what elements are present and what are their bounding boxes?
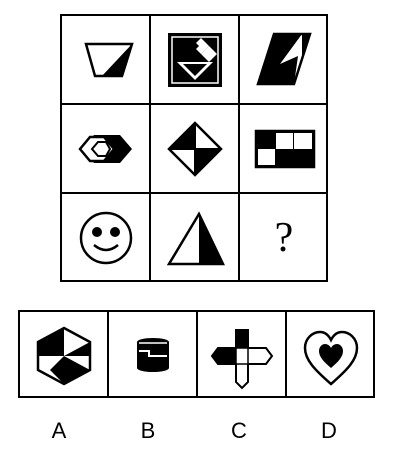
cell-r3c1 [62,194,150,282]
checker-rectangle-icon [254,129,316,169]
cell-r3c2 [151,194,239,282]
cross-shape-icon [210,329,274,390]
smiley-face-icon [79,211,133,265]
option-label-d: D [321,418,337,443]
cell-r3c3: ? [240,194,328,282]
option-b[interactable] [109,312,197,400]
grid-divider [62,192,326,194]
heart-icon [303,330,359,386]
question-mark: ? [274,215,294,261]
option-a[interactable] [20,312,108,400]
cell-r2c1 [62,105,150,193]
cell-r1c2 [151,16,239,104]
option-d[interactable] [287,312,375,400]
option-label-c: C [231,418,247,443]
option-c[interactable] [198,312,286,400]
answer-options [18,310,375,398]
option-label-a: A [51,418,67,443]
diamond-quadrants-icon [167,121,223,177]
cell-r1c3 [240,16,328,104]
trapezoid-half-shaded-icon [84,42,134,78]
triangle-half-shaded-icon [166,211,225,266]
puzzle-grid: ? [60,14,328,282]
option-divider [196,312,198,396]
parallelogram-zigzag-icon [256,32,312,86]
cell-r2c2 [151,105,239,193]
cylinder-icon [137,338,169,372]
grid-divider [238,16,240,280]
square-diamond-pattern-icon [168,33,222,87]
grid-divider [62,103,326,105]
cell-r2c3 [240,105,328,193]
hexagon-cube-icon [36,326,92,386]
grid-divider [149,16,151,280]
option-divider [285,312,287,396]
option-divider [107,312,109,396]
cell-r1c1 [62,16,150,104]
option-label-b: B [140,418,156,443]
nested-hexagons-icon [78,135,132,163]
